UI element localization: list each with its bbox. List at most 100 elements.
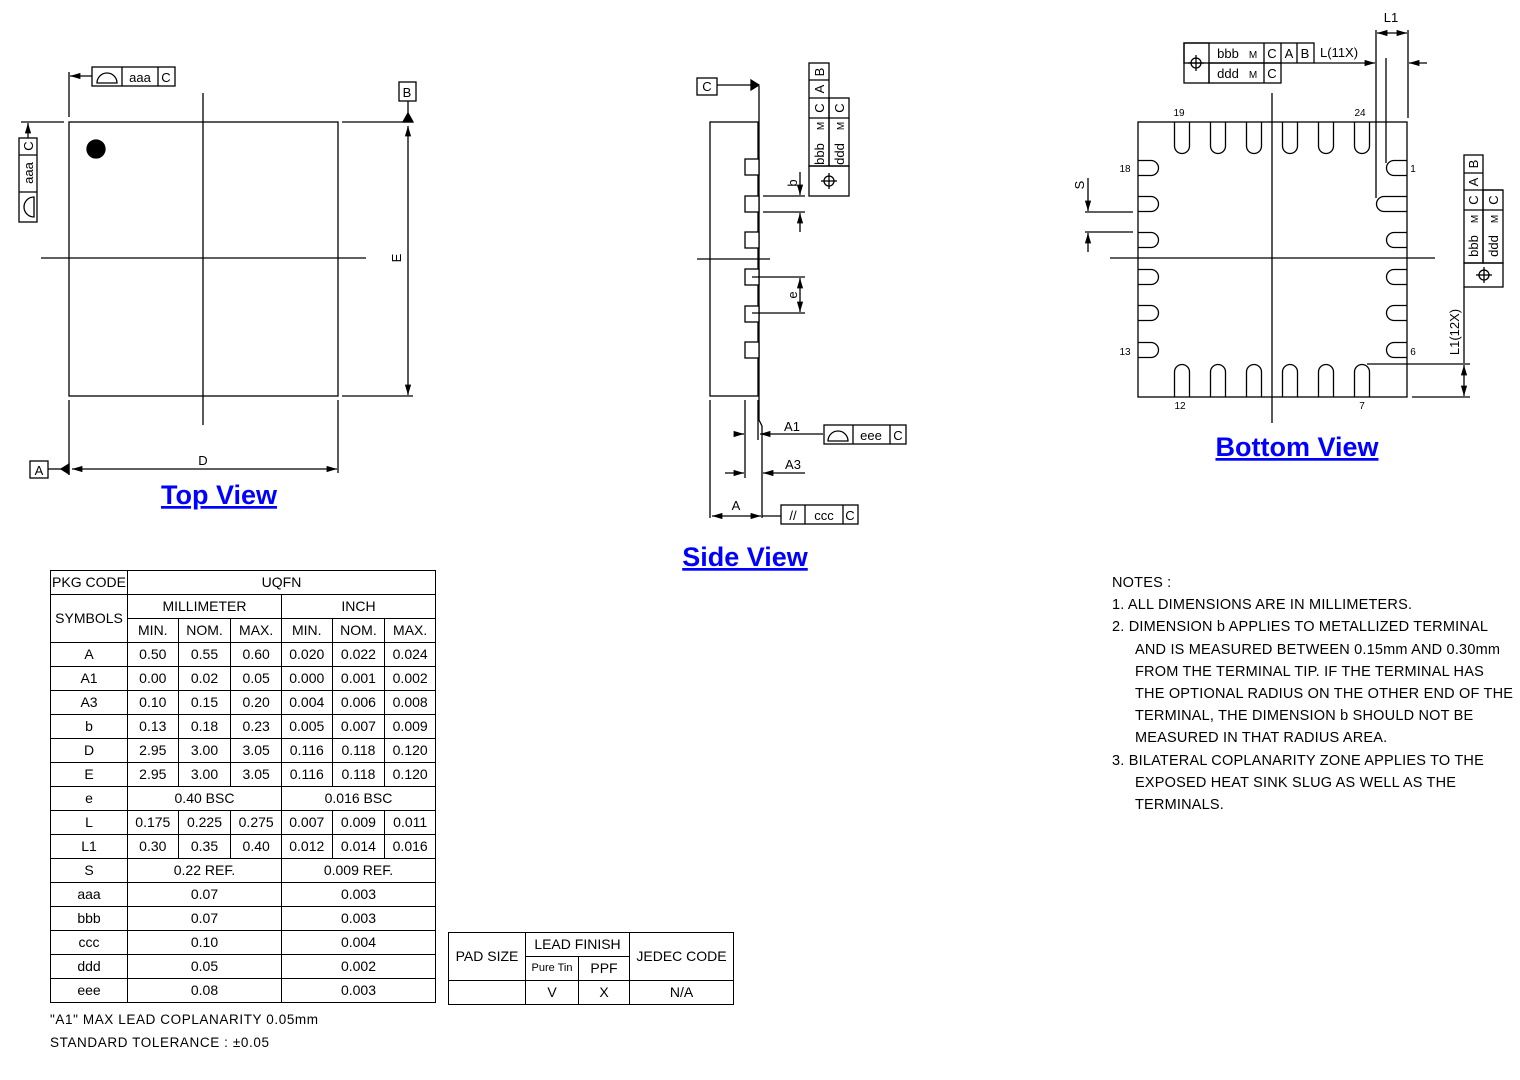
symbol-cell: A [50, 642, 128, 667]
fcf-tolerance: ddd [832, 143, 847, 165]
pin-label: 13 [1119, 347, 1131, 358]
value-cell: 0.014 [331, 834, 386, 859]
dimension-a3-label: A3 [785, 457, 801, 472]
terminal-pad [744, 158, 760, 176]
mm-value-cell: 0.08 [127, 978, 282, 1003]
symbol-cell: A1 [50, 666, 128, 691]
mm-value-cell: 0.07 [127, 882, 282, 907]
value-cell: 0.55 [177, 642, 232, 667]
fcf-tolerance: bbb [1466, 235, 1481, 257]
max-material-modifier: M [1490, 215, 1501, 223]
fcf-datum: A [1285, 46, 1294, 61]
value-cell: 0.007 [280, 810, 333, 835]
value-cell: 0.116 [280, 738, 333, 763]
fcf-datum: C [832, 103, 847, 112]
value-cell: 0.116 [280, 762, 333, 787]
symbol-cell: b [50, 714, 128, 739]
terminal-pad [1385, 159, 1407, 177]
pad-size-value [448, 980, 526, 1005]
fcf-tolerance: bbb [1217, 46, 1239, 61]
value-cell: 0.006 [331, 690, 386, 715]
symbol-cell: aaa [50, 882, 128, 907]
pad-size-header: PAD SIZE [448, 932, 526, 981]
value-cell: 0.175 [127, 810, 179, 835]
fcf-flatness-left [18, 121, 64, 223]
fcf-datum: C [1267, 66, 1276, 81]
value-cell: 0.008 [384, 690, 436, 715]
value-cell: 0.009 [331, 810, 386, 835]
terminal-pad [1138, 341, 1160, 359]
fcf-tolerance: aaa [129, 70, 151, 85]
inch-value-cell: 0.004 [280, 930, 437, 955]
fcf-tolerance: aaa [21, 161, 36, 183]
inch-header: INCH [280, 594, 437, 619]
value-cell: 0.15 [177, 690, 232, 715]
value-cell: 2.95 [127, 738, 179, 763]
value-cell: 0.022 [331, 642, 386, 667]
fcf-datum: C [1267, 46, 1276, 61]
terminal-pad [1245, 122, 1263, 155]
pure-tin-value: V [525, 980, 579, 1005]
datum-c-label: C [702, 79, 711, 94]
value-cell: 0.225 [177, 810, 232, 835]
pin-label: 18 [1119, 164, 1131, 175]
fcf-datum: C [1466, 195, 1481, 204]
nom-header: NOM. [177, 618, 232, 643]
mm-value-cell: 0.07 [127, 906, 282, 931]
terminal-pad [1138, 159, 1160, 177]
terminal-pad [1385, 268, 1407, 286]
value-cell: 0.60 [230, 642, 282, 667]
max-header: MAX. [384, 618, 436, 643]
fcf-datum: C [21, 141, 36, 150]
fcf-datum: A [1466, 177, 1481, 186]
bottom-terminals [1138, 122, 1407, 397]
pin1-marker-dot [86, 139, 106, 159]
coplanarity-note: "A1" MAX LEAD COPLANARITY 0.05mm [50, 1012, 319, 1027]
inch-value-cell: 0.016 BSC [280, 786, 437, 811]
dimension-e-label: E [389, 253, 404, 262]
min-header: MIN. [127, 618, 179, 643]
fcf-datum: A [812, 84, 827, 93]
value-cell: 0.009 [384, 714, 436, 739]
side-view [696, 62, 907, 525]
fcf-datum: B [1466, 160, 1481, 169]
datum-triangle-icon [59, 462, 70, 476]
fcf-tolerance: ddd [1217, 66, 1239, 81]
value-cell: 0.00 [127, 666, 179, 691]
bottom-view [1084, 29, 1504, 423]
terminal-pad [1385, 231, 1407, 249]
note-item: 3. BILATERAL COPLANARITY ZONE APPLIES TO… [1112, 752, 1484, 769]
notes-heading: NOTES : [1112, 575, 1172, 591]
dimension-e-label: e [785, 291, 800, 298]
terminal-pad [1173, 122, 1191, 155]
value-cell: 0.002 [384, 666, 436, 691]
dimension-l-label: L(11X) [1320, 45, 1358, 60]
dimension-table: PKG CODE UQFN SYMBOLS MILLIMETER INCH MI… [50, 570, 437, 1003]
terminal-pad [1353, 363, 1371, 397]
pkg-code-label: PKG CODE [50, 570, 128, 595]
fcf-position-top [1183, 42, 1315, 84]
notes-block: NOTES : 1. ALL DIMENSIONS ARE IN MILLIME… [1112, 572, 1513, 816]
value-cell: 0.007 [331, 714, 386, 739]
fcf-position-side [808, 62, 850, 197]
pin-label: 6 [1410, 347, 1416, 358]
value-cell: 0.05 [230, 666, 282, 691]
fcf-flatness-top [68, 66, 176, 117]
symbol-cell: E [50, 762, 128, 787]
value-cell: 0.005 [280, 714, 333, 739]
profile-surface-icon [96, 72, 118, 84]
value-cell: 0.18 [177, 714, 232, 739]
dimension-a1-label: A1 [784, 419, 800, 434]
fcf-tolerance: eee [860, 428, 882, 443]
symbol-cell: eee [50, 978, 128, 1003]
datum-triangle-icon [401, 111, 415, 123]
fcf-datum: C [845, 508, 854, 523]
